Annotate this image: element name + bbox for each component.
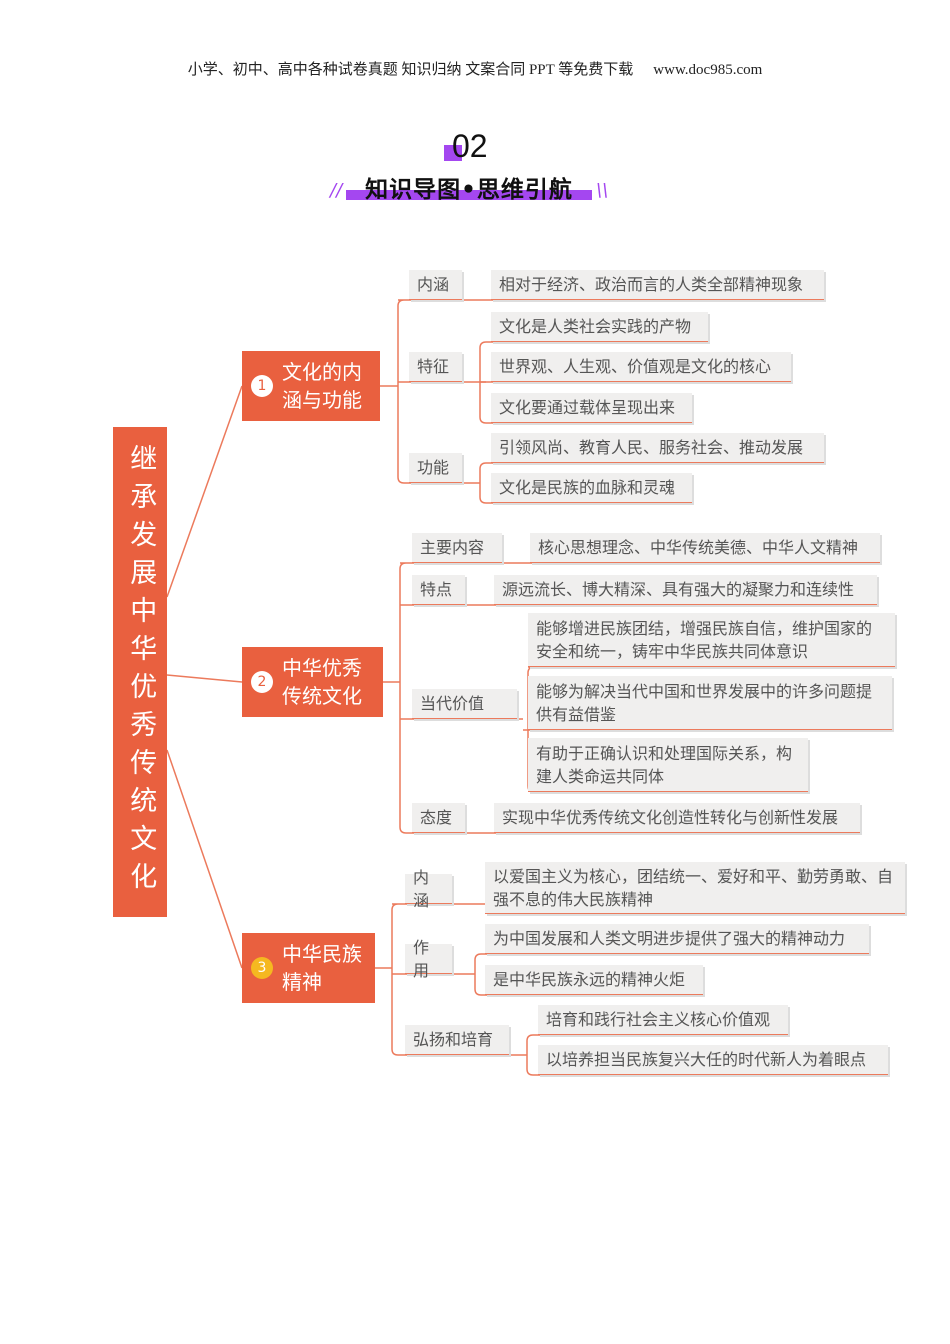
header-url: www.doc985.com: [653, 62, 763, 78]
section-title: 知识导图•思维引航: [365, 177, 573, 203]
leaf: 文化要通过载体呈现出来: [491, 393, 692, 423]
subtopic: 内涵: [409, 270, 462, 300]
slash-decoration-left: //: [330, 180, 343, 201]
title-decoration: [444, 145, 462, 161]
page-header: 小学、初中、高中各种试卷真题 知识归纳 文案合同 PPT 等免费下载 www.do…: [0, 58, 950, 79]
root-topic: 继承发展中华优秀传统文化: [113, 427, 167, 917]
leaf: 相对于经济、政治而言的人类全部精神现象: [491, 270, 824, 300]
slash-decoration-right: \\: [596, 180, 609, 201]
leaf: 文化是民族的血脉和灵魂: [491, 473, 692, 503]
number-badge: 3: [251, 957, 273, 979]
leaf: 核心思想理念、中华传统美德、中华人文精神: [530, 533, 880, 563]
branch-1: 1 文化的内涵与功能: [242, 351, 380, 421]
leaf: 源远流长、博大精深、具有强大的凝聚力和连续性: [494, 575, 877, 605]
subtopic: 内涵: [405, 868, 452, 910]
subtopic: 作用: [405, 938, 452, 980]
leaf: 培育和践行社会主义核心价值观: [538, 1005, 788, 1035]
leaf: 引领风尚、教育人民、服务社会、推动发展: [491, 433, 824, 463]
header-text: 小学、初中、高中各种试卷真题 知识归纳 文案合同 PPT 等免费下载: [187, 62, 634, 78]
leaf: 实现中华优秀传统文化创造性转化与创新性发展: [494, 803, 860, 833]
subtopic: 态度: [412, 803, 465, 833]
leaf: 是中华民族永远的精神火炬: [485, 965, 703, 995]
subtopic: 当代价值: [412, 689, 517, 719]
subtopic: 特点: [412, 575, 465, 605]
branch-label: 中华优秀传统文化: [282, 656, 362, 708]
leaf: 为中国发展和人类文明进步提供了强大的精神动力: [485, 924, 869, 954]
leaf: 以培养担当民族复兴大任的时代新人为着眼点: [538, 1045, 888, 1075]
subtopic: 特征: [409, 352, 462, 382]
subtopic: 功能: [409, 453, 462, 483]
branch-label: 中华民族精神: [282, 942, 362, 994]
subtopic: 弘扬和培育: [405, 1025, 509, 1055]
number-badge: 1: [251, 375, 273, 397]
branch-2: 2 中华优秀传统文化: [242, 647, 383, 717]
leaf: 有助于正确认识和处理国际关系，构建人类命运共同体: [528, 738, 808, 792]
subtopic: 主要内容: [412, 533, 502, 563]
title-underline: [346, 190, 592, 200]
branch-label: 文化的内涵与功能: [282, 360, 362, 412]
leaf: 世界观、人生观、价值观是文化的核心: [491, 352, 791, 382]
leaf: 文化是人类社会实践的产物: [491, 312, 708, 342]
branch-3: 3 中华民族精神: [242, 933, 375, 1003]
number-badge: 2: [251, 671, 273, 693]
section-number: 02: [452, 128, 488, 164]
leaf: 能够为解决当代中国和世界发展中的许多问题提供有益借鉴: [528, 676, 892, 730]
leaf: 能够增进民族团结，增强民族自信，维护国家的安全和统一，铸牢中华民族共同体意识: [528, 613, 895, 667]
leaf: 以爱国主义为核心，团结统一、爱好和平、勤劳勇敢、自强不息的伟大民族精神: [485, 862, 905, 914]
